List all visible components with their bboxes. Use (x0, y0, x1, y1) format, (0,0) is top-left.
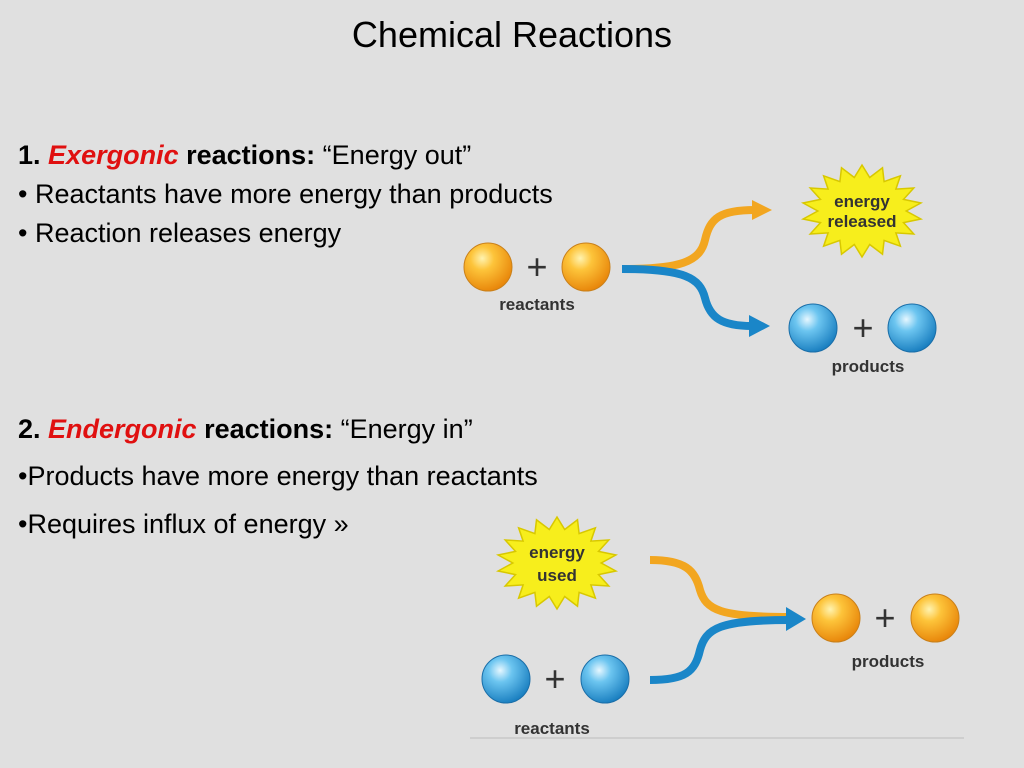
exergonic-bullet-1: • Reactants have more energy than produc… (18, 179, 553, 210)
reactants-label: reactants (514, 719, 590, 738)
energy-used-line1: energy (529, 543, 585, 562)
reactant-ball (580, 654, 630, 704)
exergonic-heading: 1. Exergonic reactions: “Energy out” (18, 136, 553, 175)
reaction-arrowhead (786, 607, 806, 631)
endergonic-keyword: Endergonic (48, 414, 197, 444)
product-ball (910, 593, 960, 643)
energy-used-line2: used (537, 566, 577, 585)
plus-sign: + (544, 658, 565, 699)
endergonic-section: 2. Endergonic reactions: “Energy in” •Pr… (18, 406, 538, 548)
reaction-arrow (649, 616, 791, 684)
exergonic-diagram: + reactants energy released + products (463, 163, 937, 376)
energy-arrow (649, 556, 791, 621)
energy-arrowhead (752, 200, 772, 220)
plus-sign: + (526, 246, 547, 287)
energy-released-line1: energy (834, 192, 890, 211)
reactants-label: reactants (499, 295, 575, 314)
plus-sign: + (852, 307, 873, 348)
endergonic-number: 2. (18, 414, 41, 444)
exergonic-label: reactions: (186, 140, 316, 170)
product-ball (887, 303, 937, 353)
reactant-ball (481, 654, 531, 704)
endergonic-heading: 2. Endergonic reactions: “Energy in” (18, 406, 538, 453)
exergonic-bullet-2: • Reaction releases energy (18, 218, 342, 249)
exergonic-keyword: Exergonic (48, 140, 179, 170)
reaction-arrow (621, 265, 753, 330)
reactant-ball (463, 242, 513, 292)
energy-burst (495, 515, 619, 611)
exergonic-quote: “Energy out” (322, 140, 472, 170)
product-ball (811, 593, 861, 643)
plus-sign: + (874, 597, 895, 638)
endergonic-bullet-1: •Products have more energy than reactant… (18, 461, 538, 492)
energy-released-line2: released (828, 212, 897, 231)
reaction-arrowhead (749, 315, 770, 337)
reactant-ball (561, 242, 611, 292)
endergonic-label: reactions: (204, 414, 334, 444)
energy-burst (800, 163, 924, 259)
slide-title: Chemical Reactions (351, 14, 673, 55)
endergonic-quote: “Energy in” (340, 414, 473, 444)
endergonic-diagram: energy used + reactants + products (470, 515, 964, 739)
exergonic-number: 1. (18, 140, 41, 170)
energy-arrow (621, 206, 756, 273)
products-label: products (852, 652, 925, 671)
product-ball (788, 303, 838, 353)
products-label: products (832, 357, 905, 376)
endergonic-bullet-2: •Requires influx of energy » (18, 508, 349, 539)
exergonic-section: 1. Exergonic reactions: “Energy out” • R… (18, 136, 553, 253)
